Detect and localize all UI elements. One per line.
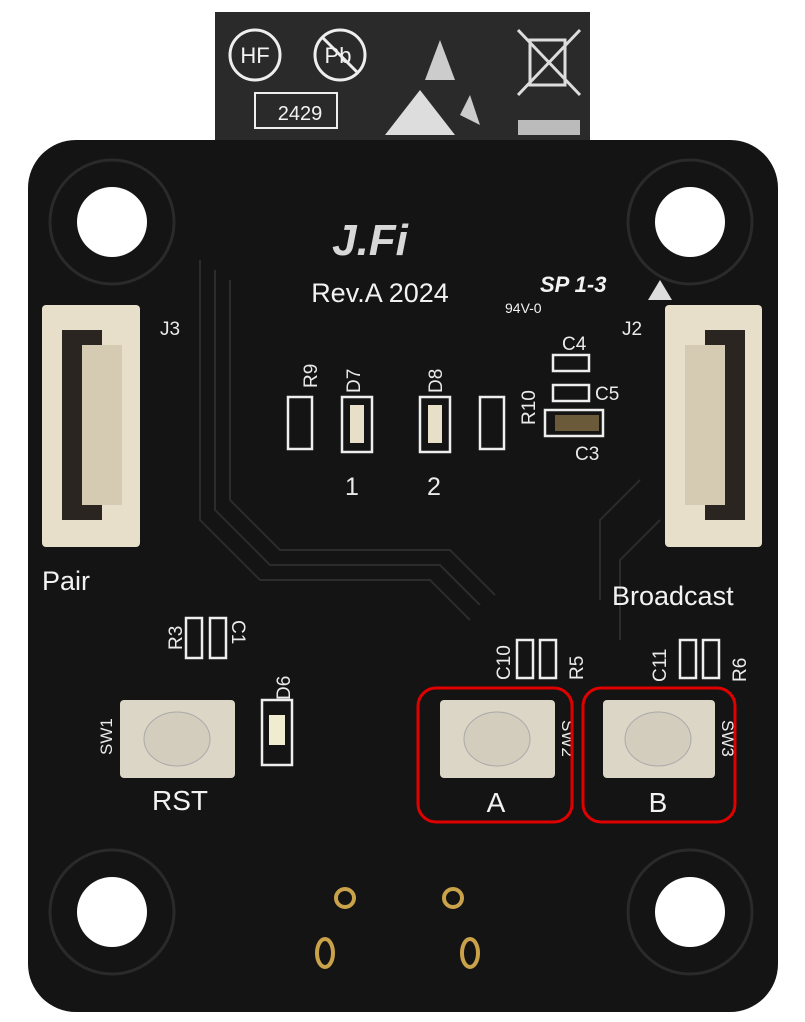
- r6-label: R6: [730, 658, 751, 682]
- d7-label: D7: [344, 369, 365, 393]
- c11-label: C11: [650, 649, 671, 682]
- revision-label: Rev.A 2024: [311, 278, 449, 308]
- compliance-label: HF Pb 2429: [215, 12, 590, 142]
- c10-label: C10: [494, 645, 515, 680]
- ul-mark: SP 1-3: [540, 272, 606, 297]
- c1-label: C1: [227, 620, 248, 644]
- flammability-rating: 94V-0: [505, 300, 542, 316]
- rst-label: RST: [152, 785, 208, 816]
- led-d6: [269, 715, 285, 745]
- sw2-label: SW2: [558, 720, 577, 757]
- button-a[interactable]: [440, 700, 555, 778]
- pcb-board: [28, 140, 778, 1012]
- brand-logo: J.Fi: [332, 216, 409, 265]
- c4-label: C4: [562, 334, 587, 355]
- led-d8: [428, 405, 442, 443]
- highlight-button-a: [416, 686, 574, 824]
- broadcast-label: Broadcast: [612, 581, 734, 611]
- antenna-pads: [315, 887, 480, 969]
- weee-bin-icon: [516, 28, 582, 97]
- d6-label: D6: [274, 676, 295, 700]
- button-b[interactable]: [603, 700, 715, 778]
- connector-j2: [665, 305, 762, 547]
- sw1-label: SW1: [97, 718, 116, 755]
- hf-icon: [228, 28, 282, 82]
- r3-label: R3: [166, 626, 187, 650]
- led-d7: [350, 405, 364, 443]
- r10-label: R10: [519, 390, 540, 425]
- connector-j3: [42, 305, 140, 547]
- j3-label: J3: [160, 319, 180, 340]
- sw3-label: SW3: [718, 720, 737, 757]
- esd-icon: [425, 40, 455, 80]
- led-2-number: 2: [427, 473, 441, 501]
- c3-label: C3: [575, 444, 599, 465]
- date-code: 2429: [278, 103, 323, 125]
- button-a-label: A: [487, 787, 506, 818]
- button-b-label: B: [649, 787, 668, 818]
- rst-button[interactable]: [120, 700, 235, 778]
- led-1-number: 1: [345, 473, 359, 501]
- d8-label: D8: [426, 369, 447, 393]
- pair-label: Pair: [42, 566, 90, 596]
- c5-label: C5: [595, 384, 619, 405]
- mounting-holes: [48, 158, 754, 976]
- lead-free-icon: [313, 28, 367, 82]
- hf-mark: HF: [240, 43, 269, 68]
- r9-label: R9: [301, 364, 322, 388]
- r5-label: R5: [567, 656, 588, 680]
- highlight-button-b: [581, 686, 737, 824]
- j2-label: J2: [622, 319, 642, 340]
